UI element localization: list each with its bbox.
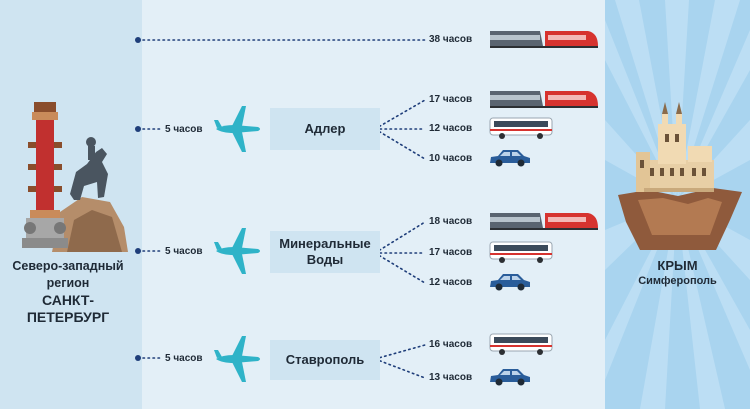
saint-petersburg-monument-icon [22,102,128,252]
flight-duration-adler: 5 часов [165,124,203,135]
bus-icon [489,333,553,355]
mv-route-2-duration: 17 часов [429,247,473,258]
hub-stavropol-name: Ставрополь [285,352,365,367]
adler-route-2-duration: 12 часов [429,123,473,134]
stavropol-route-2-duration: 13 часов [429,372,473,383]
adler-route-1-duration: 17 часов [429,94,473,105]
origin-line-2: регион [46,276,90,290]
flight-duration-mineralnye-vody: 5 часов [165,246,203,257]
bus-icon [489,117,553,139]
hub-mineralnye-vody-line-2: Воды [306,252,344,267]
destination-name: КРЫМ [657,258,698,273]
plane-icon [214,106,260,152]
hub-stavropol: Ставрополь [270,340,380,380]
car-icon [490,369,530,386]
adler-route-3-duration: 10 часов [429,153,473,164]
origin-line-3: САНКТ- [41,292,95,308]
hub-mineralnye-vody: Минеральные Воды [270,231,380,273]
mv-route-1-duration: 18 часов [429,216,473,227]
hub-adler: Адлер [270,108,380,150]
origin-line-1: Северо-западный [12,259,124,273]
train-icon [490,91,598,108]
plane-icon [214,336,260,382]
destination-label: КРЫМ Симферополь [610,258,745,289]
origin-region-label: Северо-западный регион САНКТ- ПЕТЕРБУРГ [6,258,130,326]
mv-route-3-duration: 12 часов [429,277,473,288]
direct-duration: 38 часов [429,34,473,45]
origin-line-4: ПЕТЕРБУРГ [26,309,110,325]
plane-icon [214,228,260,274]
swallows-nest-castle-icon [618,102,742,250]
flight-duration-stavropol: 5 часов [165,353,203,364]
car-icon [490,150,530,167]
bus-icon [489,241,553,263]
hub-mineralnye-vody-line-1: Минеральные [279,236,371,251]
car-icon [490,274,530,291]
hub-adler-name: Адлер [304,121,346,136]
train-icon [490,213,598,230]
stavropol-route-1-duration: 16 часов [429,339,473,350]
destination-city: Симферополь [638,275,717,287]
train-icon [490,31,598,48]
